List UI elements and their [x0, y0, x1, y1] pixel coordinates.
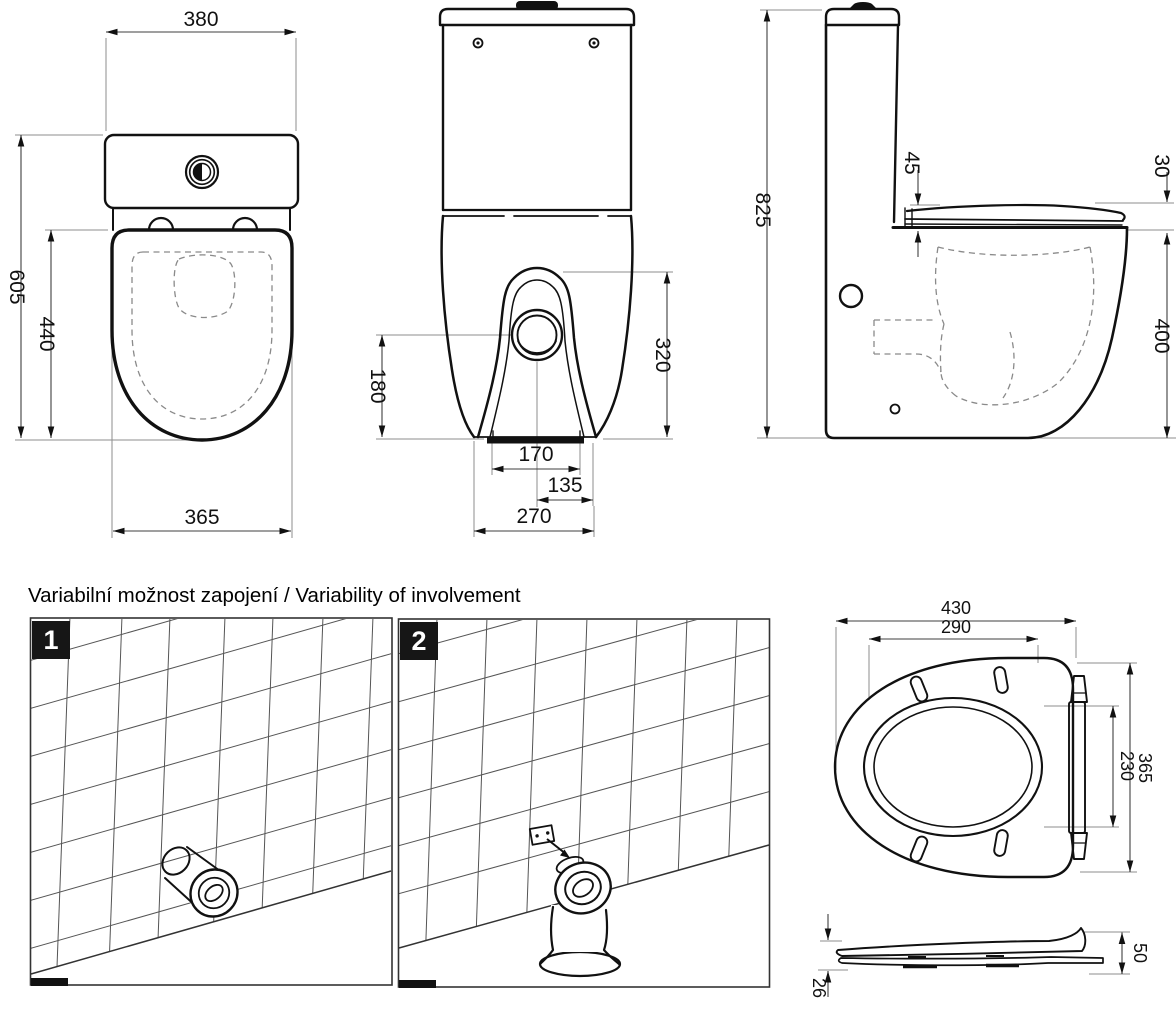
tiled-wall-1 — [31, 619, 391, 974]
panel-1-border — [29, 617, 393, 986]
installation-panel-2: 2 — [397, 618, 771, 988]
section-heading: Variabilní možnost zapojení / Variabilit… — [28, 584, 521, 607]
seat-inner-dashed-outline — [131, 251, 273, 420]
installation-panel-1: 1 — [29, 617, 393, 986]
side-cistern-lid — [824, 7, 901, 27]
seat-outer-width-label: 430 — [941, 598, 971, 618]
side-seat-front-label: 30 — [1150, 154, 1173, 177]
wall-outlet-fitting — [161, 846, 239, 918]
floor-elbow-fitting — [528, 824, 622, 978]
seat-outer-depth-label: 365 — [1135, 753, 1155, 783]
front-foot-width-label: 170 — [518, 443, 553, 466]
bowl-outline-left — [440, 214, 476, 439]
plan-seat-depth-label: 440 — [35, 316, 58, 351]
pointer-arrow — [546, 838, 567, 855]
seat-rear-height-label: 50 — [1130, 943, 1150, 963]
seat-lid-profile — [905, 203, 1126, 222]
panel-1-badge — [32, 621, 70, 659]
side-total-height-label: 825 — [751, 192, 774, 227]
plan-bowl-width-label: 365 — [184, 506, 219, 529]
front-view: 180 320 170 135 270 — [366, 1, 674, 537]
seat-profile-outline — [837, 956, 1104, 967]
seat-opening-inner — [873, 706, 1033, 828]
panel-2-label: 2 — [411, 626, 426, 656]
plan-total-depth-label: 605 — [5, 269, 28, 304]
wall-floor-junction-1 — [30, 870, 392, 975]
seat-inner-depth-label: 230 — [1117, 751, 1137, 781]
outlet-water-arc — [517, 340, 557, 354]
flush-button-side-icon — [849, 2, 877, 9]
seat-lid-outline — [110, 228, 294, 442]
seat-hinge-cap-right — [231, 216, 259, 232]
seat-inner-width-label: 290 — [941, 617, 971, 637]
side-drain-hole — [889, 403, 901, 415]
side-body-outline — [824, 23, 1129, 440]
flush-button-icon — [184, 154, 220, 190]
mount-hole-right — [588, 37, 600, 49]
side-view: 825 45 30 400 — [751, 2, 1176, 440]
flush-button-front-icon — [516, 1, 558, 10]
front-outlet-height-label: 180 — [366, 368, 389, 403]
trap-inner-outline — [489, 279, 585, 438]
seat-front-height-label: 26 — [809, 978, 829, 998]
plan-cistern-width-label: 380 — [183, 8, 218, 31]
panel-2-border — [397, 618, 771, 988]
flush-area-dashed-outline — [173, 254, 236, 319]
bowl-outline-right — [594, 214, 634, 439]
seat-hinge-cap-left — [147, 216, 175, 232]
seat-bottom-view: 430 290 230 365 — [833, 598, 1155, 879]
seat-side-view: 50 26 — [809, 914, 1150, 998]
mount-hole-left — [472, 37, 484, 49]
front-outlet-offset-label: 135 — [547, 474, 582, 497]
cistern-lid-outline — [438, 7, 636, 27]
seat-hinge — [1068, 675, 1088, 860]
cistern-top-outline — [103, 133, 300, 210]
seat-bumpers — [909, 666, 1009, 863]
panel-2-badge — [400, 622, 438, 660]
seat-outline — [833, 656, 1075, 879]
internal-trap-dashed — [873, 246, 1095, 406]
panel-1-label: 1 — [43, 625, 58, 655]
plan-view: 380 605 440 365 — [5, 8, 300, 538]
side-cistern-front — [892, 23, 900, 224]
outlet-ring-outer — [510, 308, 564, 362]
trap-outer-outline — [476, 266, 598, 439]
lid-profile-outline — [835, 927, 1087, 957]
side-mount-hole — [838, 283, 864, 309]
front-shell-height-label: 320 — [651, 337, 674, 372]
side-rim-height-label: 400 — [1150, 318, 1173, 353]
seat-opening-outer — [862, 696, 1044, 838]
outlet-ring-inner — [516, 314, 558, 356]
front-base-width-label: 270 — [516, 505, 551, 528]
side-seat-step-label: 45 — [900, 151, 923, 174]
